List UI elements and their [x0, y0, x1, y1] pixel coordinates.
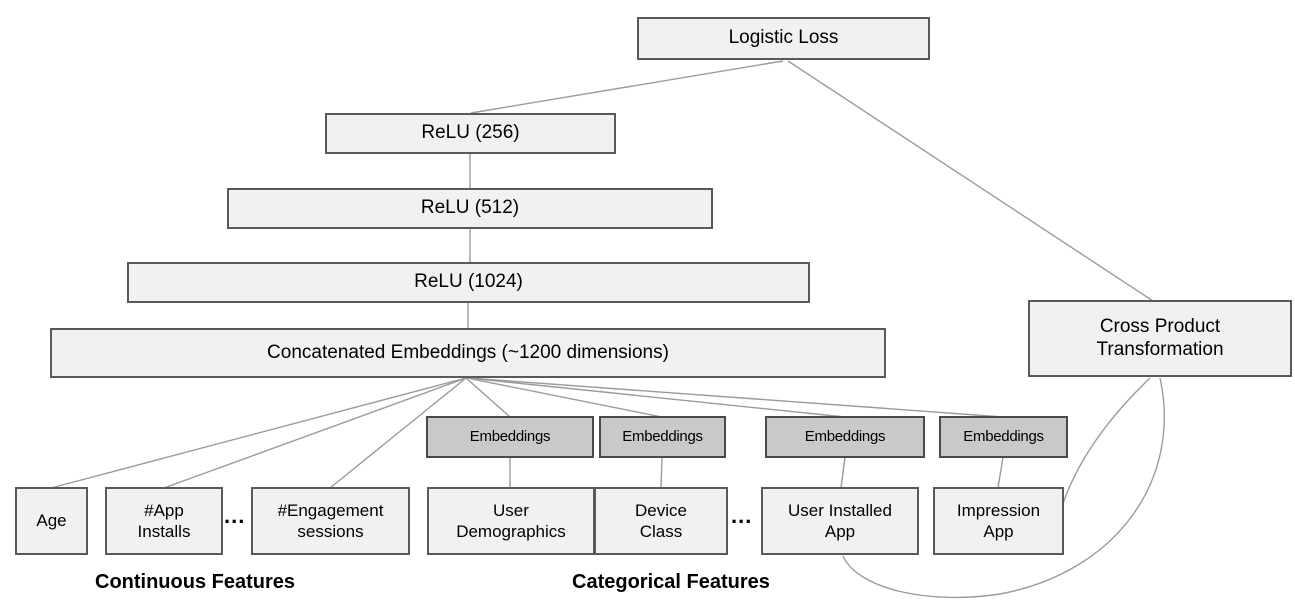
node-relu-512: ReLU (512) [227, 188, 713, 229]
label-categorical-features: Categorical Features [572, 571, 770, 593]
edge-concat-age [50, 377, 467, 489]
edge-concat-emb3 [467, 377, 846, 418]
node-engagement-sessions: #Engagement sessions [251, 487, 410, 555]
node-embeddings-1: Embeddings [426, 416, 594, 458]
edge-concat-engagement [329, 377, 467, 489]
label-continuous-features: Continuous Features [95, 571, 296, 593]
edge-concat-emb2 [466, 377, 663, 418]
node-user-installed-app: User Installed App [761, 487, 919, 555]
node-logistic-loss: Logistic Loss [637, 17, 930, 60]
edge-concat-appinstalls [163, 377, 467, 489]
edge-emb3-userinstalledapp [840, 456, 846, 489]
node-concatenated-embeddings: Concatenated Embeddings (~1200 dimension… [50, 328, 886, 378]
node-relu-1024: ReLU (1024) [127, 262, 810, 303]
edge-crossproduct-impressionapp [1059, 377, 1151, 514]
node-device-class: Device Class [594, 487, 728, 555]
node-embeddings-3: Embeddings [765, 416, 925, 458]
node-impression-app: Impression App [933, 487, 1064, 555]
edge-emb4-impressionapp [997, 456, 1004, 489]
edge-concat-emb4 [467, 377, 1004, 418]
ellipsis-categorical: ... [731, 503, 753, 528]
edge-crossproduct-userinstalledapp [842, 377, 1165, 599]
node-relu-256: ReLU (256) [325, 113, 616, 154]
ellipsis-continuous: ... [224, 503, 246, 528]
node-embeddings-4: Embeddings [939, 416, 1068, 458]
edge-emb2-deviceclass [660, 456, 663, 489]
node-embeddings-2: Embeddings [599, 416, 726, 458]
node-app-installs: #App Installs [105, 487, 223, 555]
node-cross-product-transformation: Cross Product Transformation [1028, 300, 1292, 377]
edge-loss-to-relu256 [470, 60, 784, 114]
edge-concat-emb1 [465, 377, 511, 418]
edge-loss-to-crossproduct [787, 60, 1154, 302]
node-user-demographics: User Demographics [427, 487, 595, 555]
node-age: Age [15, 487, 88, 555]
